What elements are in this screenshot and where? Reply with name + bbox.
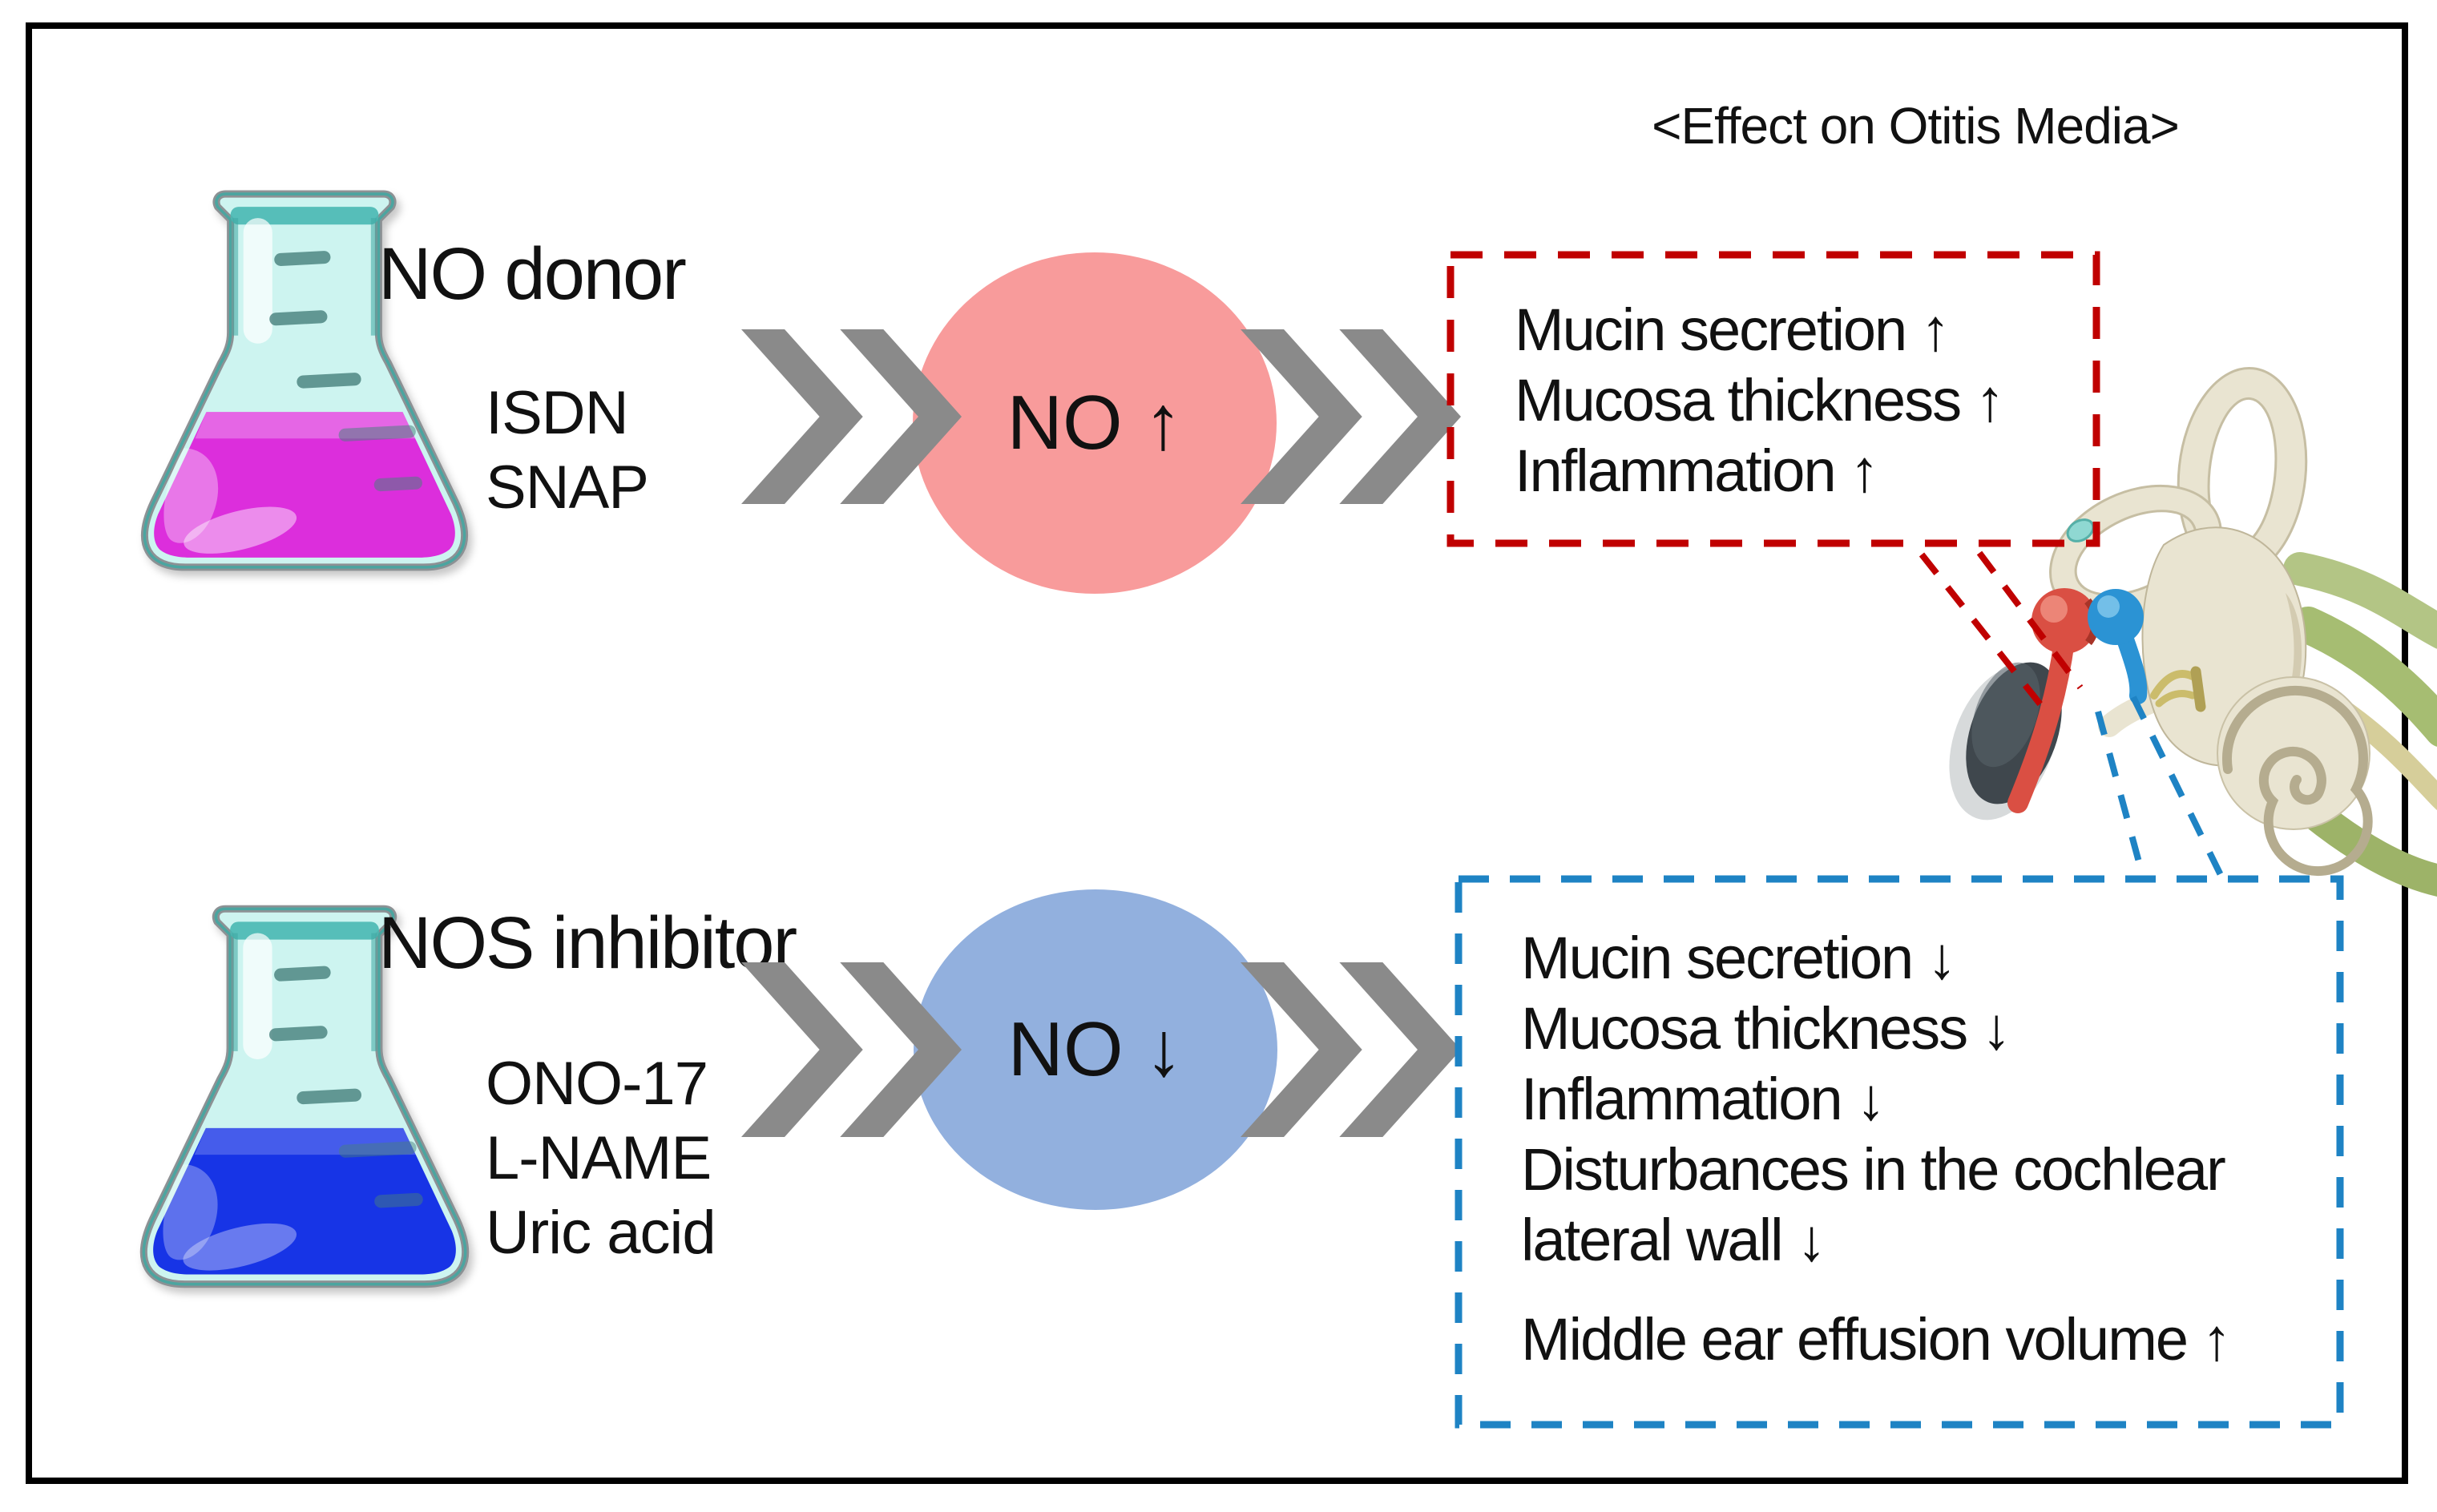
- agent-ono-17: ONO-17: [486, 1050, 708, 1118]
- chevron-icon-bottom-left: [741, 962, 962, 1138]
- flask-rim: [230, 921, 379, 940]
- effects-gap: [1521, 1276, 2230, 1304]
- flask-liquid: [154, 412, 455, 558]
- effect-item: Inflammation ↓: [1521, 1066, 1886, 1132]
- agent-uric-acid: Uric acid: [486, 1199, 716, 1267]
- agent-isdn: ISDN: [486, 379, 629, 447]
- incus-icon: [2088, 589, 2148, 704]
- flask-rim: [230, 207, 379, 225]
- mediator-text-no-up: NO ↑: [1007, 380, 1183, 466]
- chevron-icon-top-right: [1241, 329, 1461, 505]
- mediator-circle-no-up: NO ↑: [913, 252, 1277, 594]
- pathway-label-no-donor: NO donor: [378, 233, 687, 315]
- mediator-circle-no-down: NO ↓: [914, 889, 1277, 1210]
- flask-liquid: [153, 1127, 456, 1275]
- ear-anatomy-illustration: [1949, 366, 2437, 897]
- effects-list-nos-inhibitor: Mucin secretion ↓ Mucosa thickness ↓ Inf…: [1521, 923, 2232, 1375]
- figure-title: <Effect on Otitis Media>: [1652, 97, 2180, 155]
- mediator-text-no-down: NO ↓: [1007, 1006, 1184, 1092]
- flask-ticks: [268, 966, 423, 1208]
- chevron-icon-bottom-right: [1241, 962, 1461, 1138]
- chevron-icon-top-left: [741, 329, 962, 505]
- effect-item: lateral wall ↓: [1521, 1207, 1826, 1273]
- flask-icon-nos-inhibitor: [139, 905, 470, 1288]
- effect-item: Middle ear effusion volume ↑: [1521, 1306, 2232, 1373]
- flask-ticks: [269, 251, 422, 492]
- agent-l-name: L-NAME: [486, 1124, 712, 1192]
- agent-snap: SNAP: [486, 454, 649, 522]
- flask-icon-no-donor: [140, 190, 469, 571]
- pathway-label-nos-inhibitor: NOS inhibitor: [378, 902, 797, 984]
- effect-item: Disturbances in the cochlear: [1521, 1136, 2226, 1203]
- cochlea-icon: [2217, 676, 2373, 877]
- effect-item: Mucosa thickness ↓: [1521, 995, 2011, 1062]
